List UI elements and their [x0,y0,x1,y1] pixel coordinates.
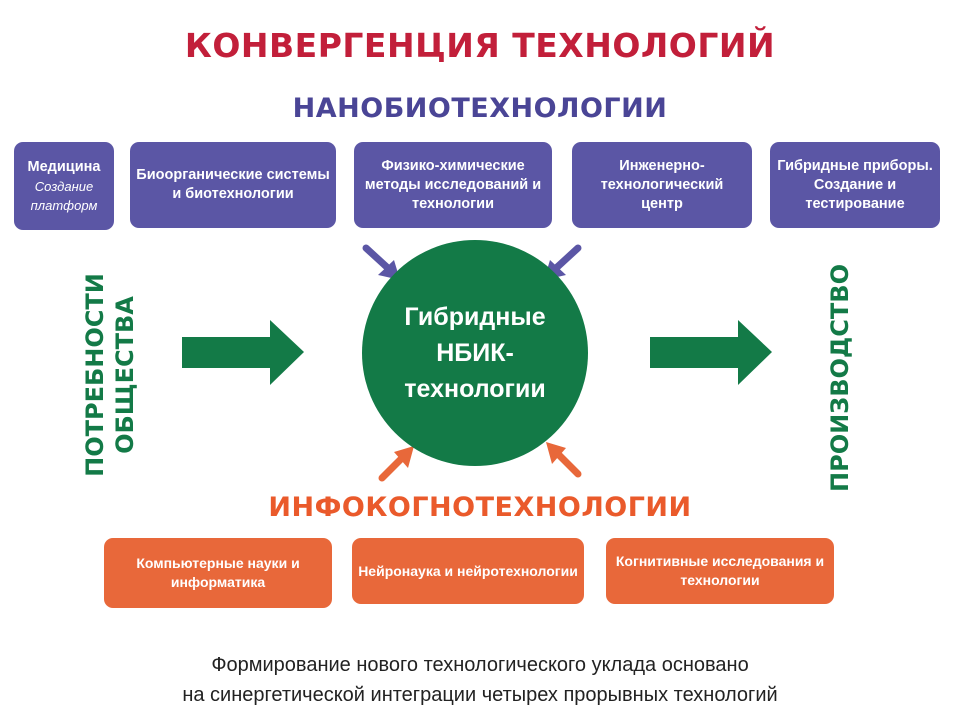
info-box-cognitive: Когнитивные исследования и технологии [606,538,834,604]
nbic-circle-label: Гибридные НБИК- технологии [404,303,546,403]
nano-box-bioorganic-label: Биоорганические системы и биотехнологии [136,167,330,202]
right-flow-arrow [650,320,772,385]
nano-box-hybrid-devices: Гибридные приборы. Создание и тестирован… [770,142,940,228]
society-needs-line1: ПОТРЕБНОСТИ [81,273,109,477]
nbic-circle: Гибридные НБИК- технологии [362,240,588,466]
nano-box-engineering: Инженерно-технологический центр [572,142,752,228]
nano-box-physchem: Физико-химические методы исследований и … [354,142,552,228]
info-heading: ИНФОКОГНОТЕХНОЛОГИИ [268,492,692,523]
info-box-neuroscience-label: Нейронаука и нейротехнологии [358,562,578,579]
footer-line2: на синергетической интеграции четырех пр… [182,684,778,706]
nano-heading: НАНОБИОТЕХНОЛОГИИ [292,93,668,124]
nano-box-hybrid-devices-label: Гибридные приборы. Создание и тестирован… [777,157,933,212]
society-needs-label: ПОТРЕБНОСТИ ОБЩЕСТВА [80,245,140,505]
nano-box-medicine: Медицина Создание платформ [14,142,114,230]
society-needs-line2: ОБЩЕСТВА [111,296,139,454]
nano-box-physchem-label: Физико-химические методы исследований и … [364,157,542,212]
nano-box-medicine-sub: Создание платформ [30,178,98,213]
info-arrow-right [546,442,582,478]
info-box-computer-science: Компьютерные науки и информатика [104,538,332,608]
production-label: ПРОИЗВОДСТВО [826,264,854,492]
info-box-neuroscience: Нейронаука и нейротехнологии [352,538,584,604]
nano-box-engineering-label: Инженерно-технологический центр [600,157,724,212]
left-flow-arrow [182,320,304,385]
footer-caption: Формирование нового технологического укл… [0,650,960,710]
info-arrow-left [378,446,414,482]
diagram-title: КОНВЕРГЕНЦИЯ ТЕХНОЛОГИЙ [184,26,776,65]
nano-box-bioorganic: Биоорганические системы и биотехнологии [130,142,336,228]
footer-line1: Формирование нового технологического укл… [211,654,749,676]
info-box-computer-science-label: Компьютерные науки и информатика [136,555,300,590]
info-box-cognitive-label: Когнитивные исследования и технологии [615,553,825,588]
nano-box-medicine-label: Медицина [27,158,101,175]
